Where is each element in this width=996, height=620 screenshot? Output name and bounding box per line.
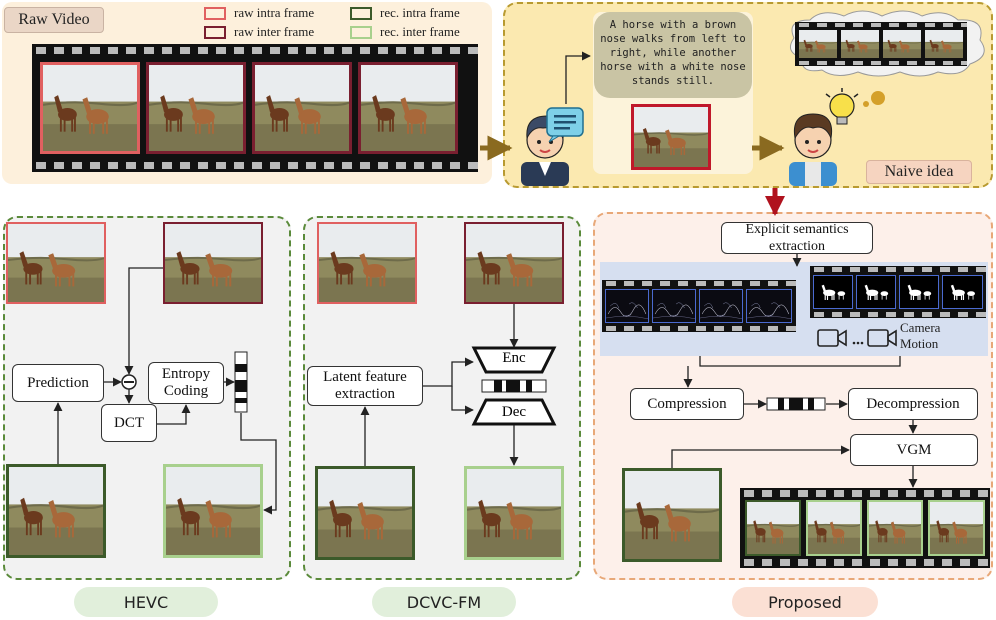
generated-filmstrip bbox=[795, 22, 967, 66]
compression-box: Compression bbox=[630, 388, 744, 420]
raw-video-label: Raw Video bbox=[4, 7, 104, 33]
dcvc-rec-inter-frame bbox=[464, 466, 564, 560]
legend-swatch bbox=[350, 25, 372, 39]
hevc-dct-box: DCT bbox=[101, 404, 157, 442]
mask-frame bbox=[856, 275, 896, 309]
rec-inter-frame bbox=[806, 500, 862, 556]
legend-rec-inter: rec. inter frame bbox=[350, 24, 460, 40]
edge-map-frame bbox=[652, 289, 696, 323]
caption-text: A horse with a brown nose walks from lef… bbox=[600, 19, 746, 87]
camera-motion-label: Camera Motion bbox=[900, 320, 941, 351]
legend-swatch bbox=[204, 6, 226, 20]
generated-frame bbox=[883, 30, 921, 58]
hevc-raw-intra-frame bbox=[6, 222, 106, 304]
decompression-box: Decompression bbox=[848, 388, 978, 420]
mask-filmstrip bbox=[810, 266, 986, 318]
legend-swatch bbox=[204, 25, 226, 39]
raw-inter-frame bbox=[252, 62, 352, 154]
hevc-entropy-coding-box: Entropy Coding bbox=[148, 362, 224, 404]
raw-inter-frame bbox=[358, 62, 458, 154]
mask-frame bbox=[813, 275, 853, 309]
hevc-label: HEVC bbox=[74, 587, 218, 617]
rec-intra-frame bbox=[745, 500, 801, 556]
hevc-prediction-box: Prediction bbox=[12, 364, 104, 402]
dcvc-raw-inter-frame bbox=[464, 222, 564, 304]
explicit-semantics-box: Explicit semantics extraction bbox=[721, 222, 873, 254]
generated-frame bbox=[799, 30, 837, 58]
proposed-rec-intra-frame bbox=[622, 468, 722, 562]
hevc-rec-inter-frame bbox=[163, 464, 263, 558]
hevc-rec-intra-frame bbox=[6, 464, 106, 558]
rec-inter-frame bbox=[867, 500, 923, 556]
raw-intra-frame bbox=[40, 62, 140, 154]
dcvc-raw-intra-frame bbox=[317, 222, 417, 304]
generated-frame bbox=[925, 30, 963, 58]
caption-intra-frame bbox=[631, 104, 711, 170]
person-avatar bbox=[783, 100, 843, 186]
legend-rec-intra: rec. intra frame bbox=[350, 5, 460, 21]
rec-inter-frame bbox=[928, 500, 985, 556]
mask-frame bbox=[942, 275, 983, 309]
caption-bubble bbox=[594, 12, 752, 98]
edge-map-frame bbox=[746, 289, 792, 323]
raw-video-filmstrip bbox=[32, 44, 478, 172]
edge-map-frame bbox=[699, 289, 743, 323]
edge-map-frame bbox=[605, 289, 649, 323]
dcvc-latent-box: Latent feature extraction bbox=[307, 366, 423, 406]
dcvc-dec-label: Dec bbox=[501, 404, 527, 420]
dcvc-rec-intra-frame bbox=[315, 466, 415, 560]
reconstructed-filmstrip bbox=[740, 488, 990, 568]
dcvc-enc-label: Enc bbox=[502, 350, 526, 366]
dcvc-label: DCVC-FM bbox=[372, 587, 516, 617]
vgm-box: VGM bbox=[850, 434, 978, 466]
speech-bubble-icon bbox=[545, 106, 585, 143]
proposed-label: Proposed bbox=[732, 587, 878, 617]
camera-icon bbox=[816, 326, 906, 350]
legend-raw-intra: raw intra frame bbox=[204, 5, 314, 21]
mask-frame bbox=[899, 275, 939, 309]
generated-frame bbox=[841, 30, 879, 58]
legend-swatch bbox=[350, 6, 372, 20]
naive-idea-label: Naive idea bbox=[866, 160, 972, 184]
legend-raw-inter: raw inter frame bbox=[204, 24, 314, 40]
hevc-raw-inter-frame bbox=[163, 222, 263, 304]
edge-filmstrip bbox=[602, 280, 796, 332]
raw-inter-frame bbox=[146, 62, 246, 154]
lightbulb-icon bbox=[822, 86, 888, 132]
